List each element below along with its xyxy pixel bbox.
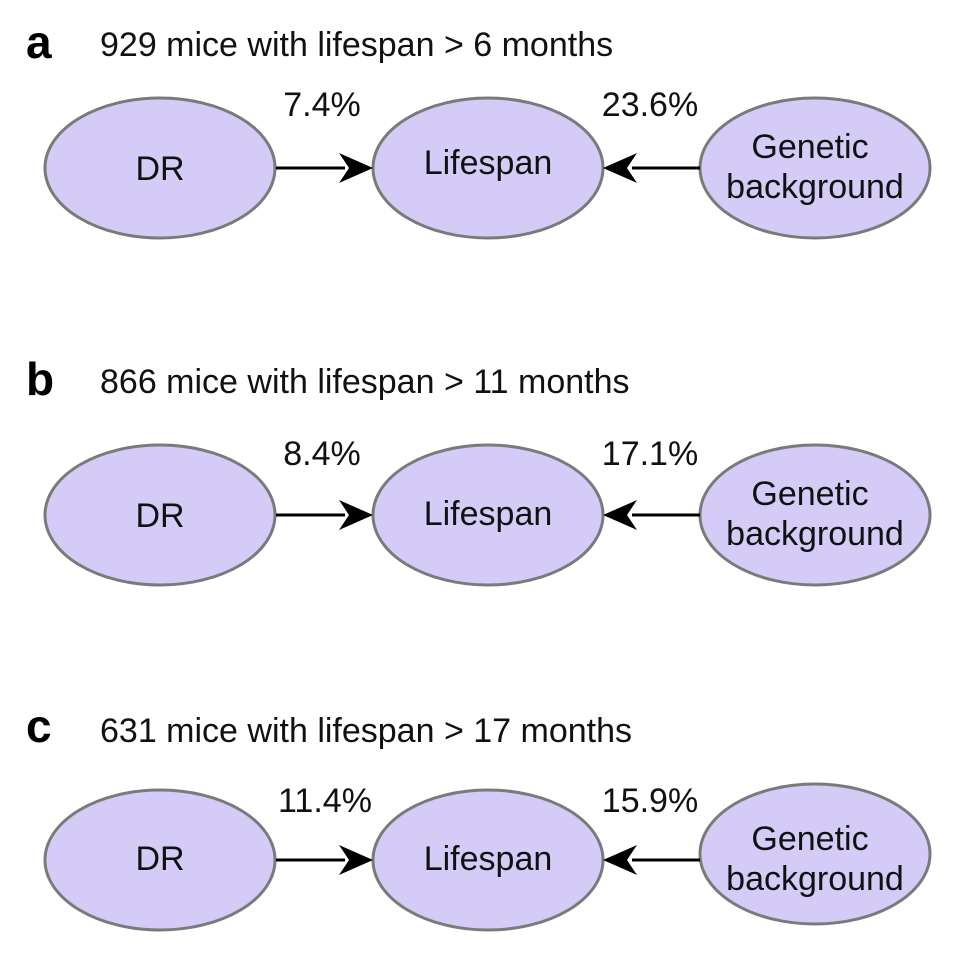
panel-title: 929 mice with lifespan > 6 months <box>100 26 613 64</box>
edge-label-dr-to-lifespan: 11.4% <box>278 782 372 820</box>
panel-c: c 631 mice with lifespan > 17 months DR … <box>26 700 932 932</box>
arrowhead-dr-to-lifespan <box>339 153 373 183</box>
node-dr-label: DR <box>135 840 184 878</box>
arrowhead-dr-to-lifespan <box>339 500 373 530</box>
node-dr <box>43 443 277 587</box>
panel-title: 631 mice with lifespan > 17 months <box>100 712 632 750</box>
node-genetic-background-label-line1: Genetic <box>751 475 868 513</box>
node-lifespan-label: Lifespan <box>424 840 553 878</box>
node-dr-label: DR <box>135 497 184 535</box>
edge-label-genetic-to-lifespan: 17.1% <box>602 435 698 473</box>
node-dr <box>43 788 277 932</box>
panel-letter: c <box>26 700 52 752</box>
node-dr <box>43 96 277 240</box>
panel-a: a 929 mice with lifespan > 6 months DR L… <box>26 16 932 240</box>
edge-label-dr-to-lifespan: 7.4% <box>283 86 361 124</box>
node-genetic-background-label-line1: Genetic <box>751 128 868 166</box>
arrowhead-genetic-to-lifespan <box>603 500 637 530</box>
edge-label-genetic-to-lifespan: 23.6% <box>602 86 698 124</box>
panel-b: b 866 mice with lifespan > 11 months DR … <box>26 353 932 587</box>
node-genetic-background-label-line1: Genetic <box>751 820 868 858</box>
arrowhead-genetic-to-lifespan <box>603 153 637 183</box>
node-lifespan-label: Lifespan <box>424 495 553 533</box>
panel-letter: a <box>26 16 52 68</box>
node-dr-label: DR <box>135 150 184 188</box>
panel-letter: b <box>26 353 54 405</box>
arrowhead-genetic-to-lifespan <box>603 845 637 875</box>
node-genetic-background <box>698 782 932 926</box>
node-genetic-background-label-line2: background <box>726 168 904 206</box>
edge-label-dr-to-lifespan: 8.4% <box>283 435 361 473</box>
panel-title: 866 mice with lifespan > 11 months <box>100 363 630 401</box>
node-lifespan-label: Lifespan <box>424 144 553 182</box>
edge-label-genetic-to-lifespan: 15.9% <box>602 782 698 820</box>
node-genetic-background-label-line2: background <box>726 860 904 898</box>
node-genetic-background-label-line2: background <box>726 515 904 553</box>
arrowhead-dr-to-lifespan <box>339 845 373 875</box>
